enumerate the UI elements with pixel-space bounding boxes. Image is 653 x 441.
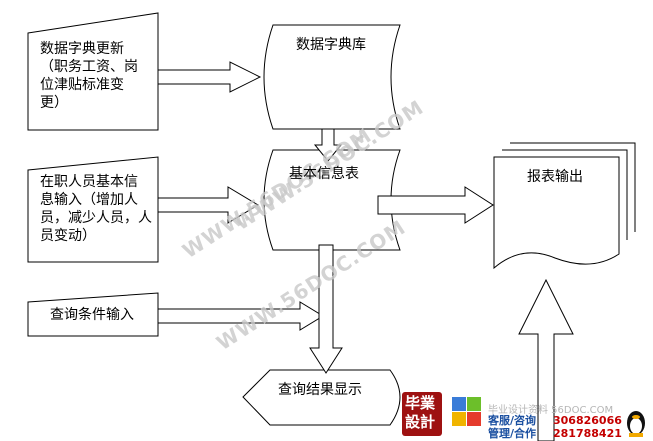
ad-logo-line2: 設計 xyxy=(405,413,436,431)
query-input-label: 查询条件输入 xyxy=(50,307,134,323)
salary-update-box xyxy=(27,12,159,131)
basic-info-table-label: 基本信息表 xyxy=(289,166,359,182)
salary-update-label: 数据字典更新 （职务工资、岗 位津贴标准变 更） xyxy=(40,41,138,111)
report-document-shape xyxy=(493,156,620,270)
ad-logo-line1: 毕業 xyxy=(405,394,436,412)
arrow-basic-info-to-query-result xyxy=(309,244,343,374)
arrow-staff-to-basic-info xyxy=(157,186,259,224)
arrow-up-to-report xyxy=(518,278,574,441)
ad-manage-label: 管理/合作 xyxy=(488,427,537,440)
query-result-label: 查询结果显示 xyxy=(278,382,362,398)
arrow-basic-info-to-report xyxy=(377,186,494,224)
arrow-dictionary-to-basic-info xyxy=(313,128,343,162)
ad-service-number: 306826066 xyxy=(553,414,622,427)
query-input-box xyxy=(27,292,159,337)
dictionary-db-shape xyxy=(263,24,401,130)
report-stack-middle xyxy=(502,149,628,240)
staff-input-box xyxy=(27,156,159,263)
query-result-shape xyxy=(242,369,401,426)
staff-input-label: 在职人员基本信 息输入（增加人 员，减少人员，人 员变动） xyxy=(40,174,152,244)
arrow-salary-to-dictionary xyxy=(157,61,262,93)
arrow-query-input-to-line xyxy=(157,301,324,331)
report-stack-back xyxy=(510,142,636,232)
ad-service-label: 客服/咨询 xyxy=(488,414,537,427)
ad-logo-badge xyxy=(402,392,442,436)
ad-puzzle-icon xyxy=(452,397,481,426)
basic-info-table-shape xyxy=(263,149,401,251)
qq-penguin-icon xyxy=(627,411,645,437)
ad-title: 毕业设计资料 56DOC.COM xyxy=(488,405,614,416)
report-output-label: 报表输出 xyxy=(527,169,583,185)
ad-manage-number: 281788421 xyxy=(553,427,622,440)
dictionary-db-label: 数据字典库 xyxy=(296,37,366,53)
